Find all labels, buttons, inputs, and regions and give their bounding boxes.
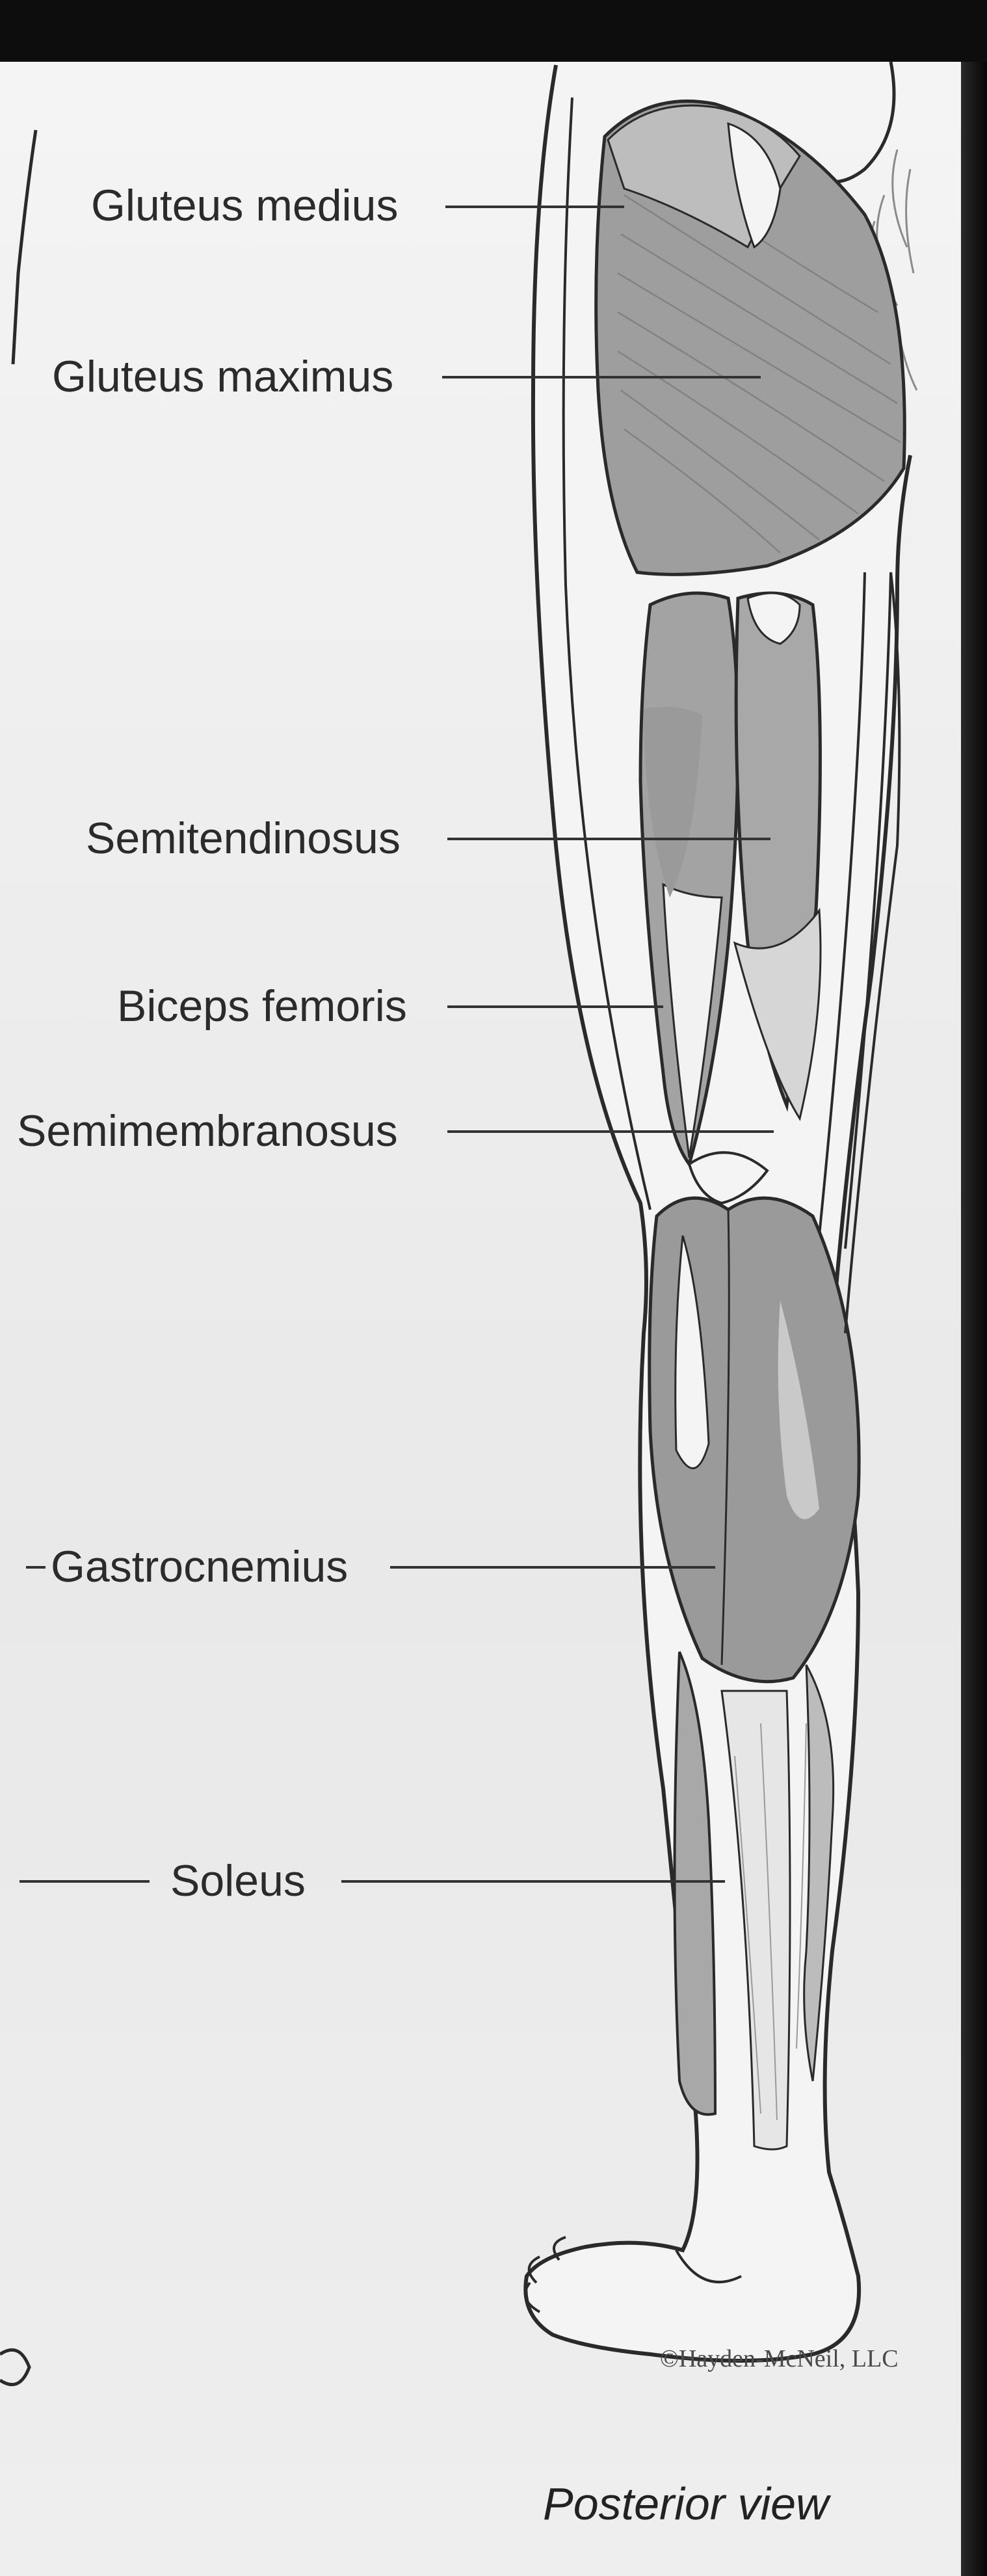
adjacent-foot-outline — [0, 2348, 31, 2387]
iliac-crest-highlight — [727, 122, 782, 249]
adjacent-leg-outline — [11, 129, 38, 365]
lateral-thigh-line — [844, 572, 901, 1334]
gastrocnemius-highlight-left — [674, 1235, 710, 1470]
iliotibial-band-line-1 — [818, 572, 866, 1236]
label-semimembranosus: Semimembranosus — [17, 1106, 398, 1156]
malleolus-outline — [675, 2250, 742, 2283]
tendon-texture — [734, 1723, 807, 2121]
figure-caption: Posterior view — [543, 2478, 829, 2529]
gluteus-maximus-fibers — [617, 155, 901, 553]
leader-lines — [20, 206, 774, 1883]
page-edge-shadow — [961, 62, 987, 2576]
toes-outline — [523, 2236, 566, 2313]
thigh-shading — [644, 706, 702, 897]
ischial-tendon — [746, 592, 801, 645]
inner-skin-line — [562, 97, 651, 1210]
label-soleus: Soleus — [170, 1856, 306, 1905]
copyright-credit: ©Hayden-McNeil, LLC — [660, 2345, 899, 2372]
gastrocnemius-highlight-right — [778, 1301, 819, 1519]
label-gastrocnemius: Gastrocnemius — [51, 1542, 349, 1591]
soleus-muscle-lateral — [803, 1664, 835, 2082]
popliteal-fossa — [687, 1151, 769, 1205]
gastrocnemius-muscle — [648, 1196, 861, 1684]
label-semitendinosus: Semitendinosus — [86, 814, 401, 863]
iliotibial-band-line-2 — [844, 572, 892, 1249]
label-gluteus-medius: Gluteus medius — [91, 181, 399, 230]
semimembranosus-muscle — [733, 907, 822, 1121]
biceps-femoris-tendon — [662, 883, 723, 1158]
label-biceps-femoris: Biceps femoris — [117, 981, 407, 1031]
label-gluteus-maximus: Gluteus maximus — [52, 352, 394, 401]
gastrocnemius-midline — [720, 1209, 730, 1666]
soleus-muscle-medial — [673, 1651, 717, 2116]
